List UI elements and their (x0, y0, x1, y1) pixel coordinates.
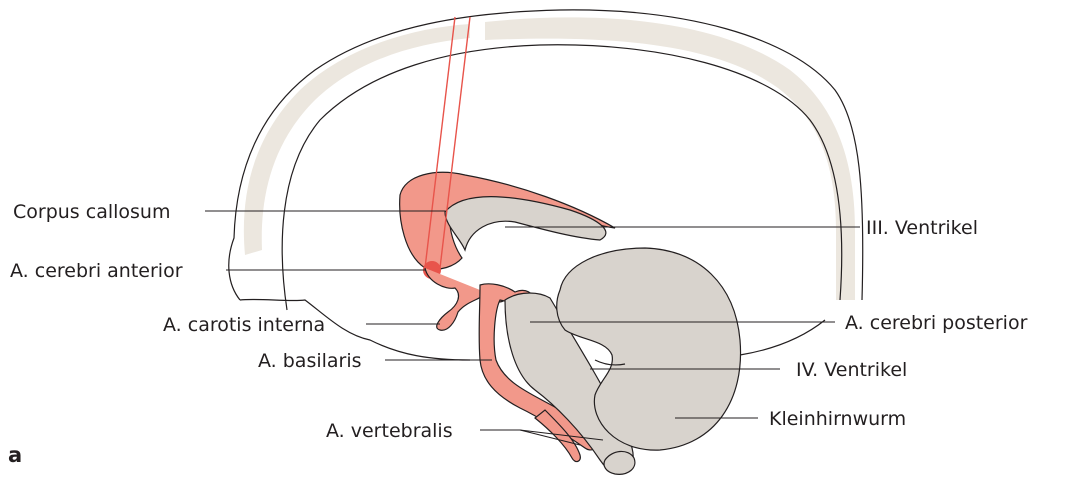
label-iv-ventrikel: IV. Ventrikel (796, 359, 907, 381)
label-iii-ventrikel: III. Ventrikel (866, 217, 978, 239)
label-corpus-callosum: Corpus callosum (13, 201, 170, 223)
fornix-shape (445, 197, 606, 250)
skull-outer-outline (229, 10, 863, 300)
label-basilaris: A. basilaris (258, 350, 362, 372)
label-kleinhirnwurm: Kleinhirnwurm (769, 408, 906, 430)
label-cerebri-posterior: A. cerebri posterior (845, 312, 1028, 334)
panel-letter: a (8, 443, 22, 467)
label-cerebri-anterior: A. cerebri anterior (10, 260, 183, 282)
label-vertebralis: A. vertebralis (326, 420, 453, 442)
label-carotis-interna: A. carotis interna (163, 314, 325, 336)
